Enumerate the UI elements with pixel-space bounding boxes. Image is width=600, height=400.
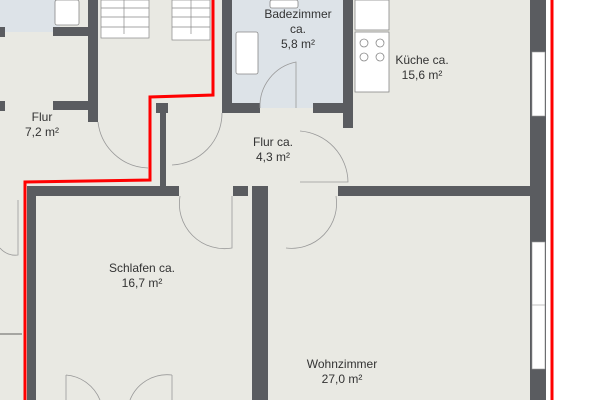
room-area: 4,3 m² (255, 150, 291, 164)
room-label-flur: Flur 7,2 m² (25, 110, 59, 140)
door-icon (65, 374, 101, 400)
room-label-wohnzimmer: Wohnzimmer 27,0 m² (307, 357, 377, 387)
door-swings (0, 61, 349, 400)
windows (531, 51, 546, 370)
door-icon (129, 374, 173, 400)
door-icon (285, 195, 337, 249)
room-label-badezimmer: Badezimmer ca. 5,8 m² (264, 7, 331, 52)
room-name: Flur (31, 110, 53, 124)
room-label-schlafen: Schlafen ca. 16,7 m² (109, 261, 175, 291)
door-icon (299, 130, 349, 183)
room-area: 16,7 m² (121, 276, 163, 290)
room-area: 7,2 m² (24, 125, 60, 139)
room-label-kueche: Küche ca. 15,6 m² (395, 53, 448, 83)
room-name: Flur ca. (252, 135, 294, 149)
sink-icon (235, 31, 259, 75)
room-area: 5,8 m² (280, 37, 316, 51)
door-icon (259, 61, 297, 109)
fixtures (54, 0, 390, 93)
apartment-boundary (23, 0, 554, 400)
room-name: Küche ca. (395, 53, 449, 67)
room-name: ca. (289, 22, 307, 36)
left-bath-floor (0, 0, 60, 32)
toilet-icon (54, 0, 80, 26)
door-icon (171, 112, 223, 166)
room-name: Schlafen ca. (108, 261, 176, 275)
door-icon (97, 121, 149, 169)
kitchen-sink-icon (354, 0, 390, 31)
room-name: Badezimmer (264, 7, 332, 21)
room-area: 27,0 m² (321, 372, 363, 386)
room-name: Wohnzimmer (306, 357, 378, 371)
room-area: 15,6 m² (401, 68, 443, 82)
room-label-flur-2: Flur ca. 4,3 m² (253, 135, 293, 165)
door-icon (179, 195, 233, 249)
door-icon (0, 200, 19, 256)
staircase (100, 0, 211, 41)
toilet-icon (269, 0, 299, 9)
